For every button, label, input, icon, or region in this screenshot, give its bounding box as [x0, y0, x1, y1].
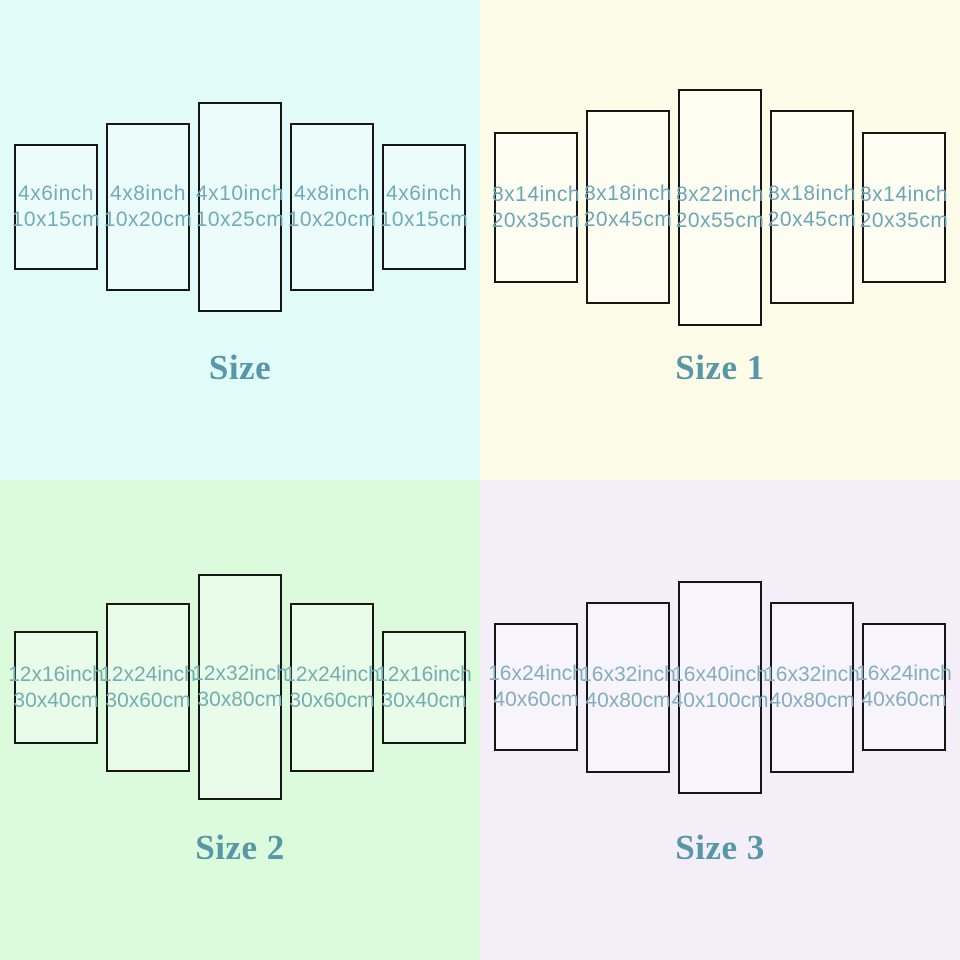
panel-size-cm-label: 20x35cm — [491, 208, 581, 232]
panel-size-cm-label: 30x80cm — [197, 688, 283, 711]
panel-size-inch-label: 4x8inch — [110, 182, 186, 205]
panel-size-inch-label: 16x40inch — [672, 662, 768, 686]
panel-size-cm-label: 40x80cm — [769, 688, 855, 712]
panel-size-inch-label: 8x18inch — [583, 182, 673, 205]
panel-size-cm-label: 20x45cm — [583, 208, 673, 231]
panel-size-inch-label: 16x32inch — [764, 662, 860, 686]
panel-size-inch-label: 4x6inch — [18, 182, 94, 205]
quadrant-title: Size — [208, 348, 272, 387]
canvas-panel: 4x8inch 10x20cm — [287, 123, 377, 291]
panel-size-inch-label: 4x6inch — [386, 182, 462, 205]
panel-size-cm-label: 20x35cm — [859, 208, 949, 232]
panel-size-inch-label: 12x16inch — [376, 662, 472, 686]
panel-size-cm-label: 10x15cm — [11, 208, 101, 231]
panel-size-cm-label: 40x80cm — [585, 688, 671, 712]
panel-size-cm-label: 20x45cm — [767, 208, 857, 231]
panel-size-inch-label: 12x32inch — [192, 662, 288, 685]
canvas-panel: 8x18inch 20x45cm — [767, 110, 857, 304]
panel-size-cm-label: 40x60cm — [861, 688, 947, 711]
quadrant-title: Size 2 — [195, 828, 285, 867]
quadrant-title: Size 3 — [675, 828, 765, 867]
panel-size-inch-label: 8x22inch — [675, 182, 765, 206]
canvas-panel: 12x32inch 30x80cm — [192, 574, 288, 800]
panel-size-cm-label: 30x60cm — [105, 688, 191, 712]
panel-size-cm-label: 10x25cm — [195, 208, 285, 231]
panel-size-cm-label: 40x100cm — [671, 688, 769, 712]
panel-size-cm-label: 20x55cm — [675, 208, 765, 232]
panel-size-cm-label: 30x40cm — [381, 688, 467, 712]
panel-size-inch-label: 8x18inch — [767, 182, 857, 205]
panel-size-inch-label: 4x10inch — [195, 182, 285, 205]
panel-size-cm-label: 10x15cm — [379, 208, 469, 231]
panel-size-cm-label: 30x40cm — [13, 688, 99, 712]
panel-size-inch-label: 16x32inch — [580, 662, 676, 686]
canvas-panel: 4x10inch 10x25cm — [195, 102, 285, 312]
panel-size-inch-label: 4x8inch — [294, 182, 370, 205]
canvas-panel: 4x6inch 10x15cm — [11, 144, 101, 270]
panel-size-cm-label: 10x20cm — [103, 208, 193, 231]
panel-size-inch-label: 12x24inch — [284, 662, 380, 686]
panel-size-cm-label: 30x60cm — [289, 688, 375, 712]
quadrant-title: Size 1 — [675, 348, 765, 387]
canvas-panel: 8x18inch 20x45cm — [583, 110, 673, 304]
panel-size-inch-label: 8x14inch — [859, 182, 949, 206]
canvas-panel: 4x8inch 10x20cm — [103, 123, 193, 291]
panel-size-inch-label: 12x24inch — [100, 662, 196, 686]
canvas-panel: 16x24inch 40x60cm — [488, 623, 584, 751]
panel-size-inch-label: 8x14inch — [491, 182, 581, 206]
panel-size-cm-label: 40x60cm — [493, 688, 579, 711]
panel-size-cm-label: 10x20cm — [287, 208, 377, 231]
canvas-panel: 16x24inch 40x60cm — [856, 623, 952, 751]
panel-size-inch-label: 16x24inch — [856, 662, 952, 685]
panel-size-inch-label: 16x24inch — [488, 662, 584, 685]
canvas-panel: 4x6inch 10x15cm — [379, 144, 469, 270]
panel-size-inch-label: 12x16inch — [8, 662, 104, 686]
